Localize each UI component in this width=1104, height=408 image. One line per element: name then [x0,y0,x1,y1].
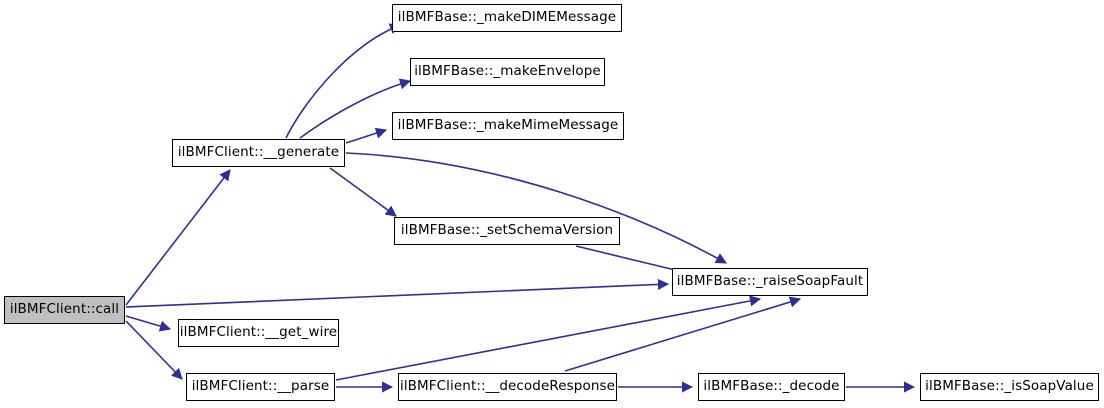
graph-edge-call-to-parse [125,320,183,380]
graph-edge-generate-to-raiseSoapFault [345,152,727,264]
graph-node-label: ilBMFBase::_makeDIMEMessage [397,9,617,26]
graph-edge-parse-to-raiseSoapFault [335,295,762,381]
graph-node-generate[interactable]: ilBMFClient::__generate [172,139,345,167]
graph-edge-call-to-generate [125,169,231,306]
graph-node-parse[interactable]: ilBMFClient::__parse [186,373,335,401]
graph-edge-generate-to-makeEnvelope [299,78,412,139]
graph-node-label: ilBMFClient::call [9,301,120,318]
graph-node-decode[interactable]: ilBMFBase::_decode [698,373,845,401]
graph-edge-call-to-raiseSoapFault [125,278,670,308]
graph-node-makeDIME[interactable]: ilBMFBase::_makeDIMEMessage [392,4,622,32]
graph-edge-generate-to-makeMime [345,127,388,144]
graph-node-isSoapValue[interactable]: ilBMFBase::_isSoapValue [920,373,1099,401]
graph-node-decodeResponse[interactable]: ilBMFClient::__decodeResponse [398,373,617,401]
graph-edge-generate-to-makeDIME [285,23,402,139]
graph-node-label: ilBMFClient::__parse [191,378,330,395]
graph-node-label: ilBMFBase::_setSchemaVersion [400,222,614,239]
graph-node-label: ilBMFClient::__get_wire [179,324,338,341]
graph-node-label: ilBMFBase::_makeMimeMessage [397,117,619,134]
graph-node-makeEnvelope[interactable]: ilBMFBase::_makeEnvelope [410,58,605,86]
graph-node-label: ilBMFBase::_makeEnvelope [414,63,601,80]
graph-node-label: ilBMFClient::__decodeResponse [399,378,616,395]
graph-edge-generate-to-setSchema [329,167,397,217]
graph-node-makeMime[interactable]: ilBMFBase::_makeMimeMessage [392,112,624,140]
graph-node-label: ilBMFClient::__generate [177,144,340,161]
graph-node-get_wire[interactable]: ilBMFClient::__get_wire [178,319,339,347]
graph-node-label: ilBMFBase::_isSoapValue [925,378,1094,395]
graph-node-setSchema[interactable]: ilBMFBase::_setSchemaVersion [394,217,620,245]
graph-node-label: ilBMFBase::_decode [703,378,840,395]
graph-node-label: ilBMFBase::_raiseSoapFault [676,273,864,290]
graph-edge-decodeResponse-to-raiseSoapFault [564,296,802,372]
graph-node-call[interactable]: ilBMFClient::call [4,296,125,324]
graph-node-raiseSoapFault[interactable]: ilBMFBase::_raiseSoapFault [672,268,868,296]
graph-edge-call-to-get_wire [125,315,172,332]
